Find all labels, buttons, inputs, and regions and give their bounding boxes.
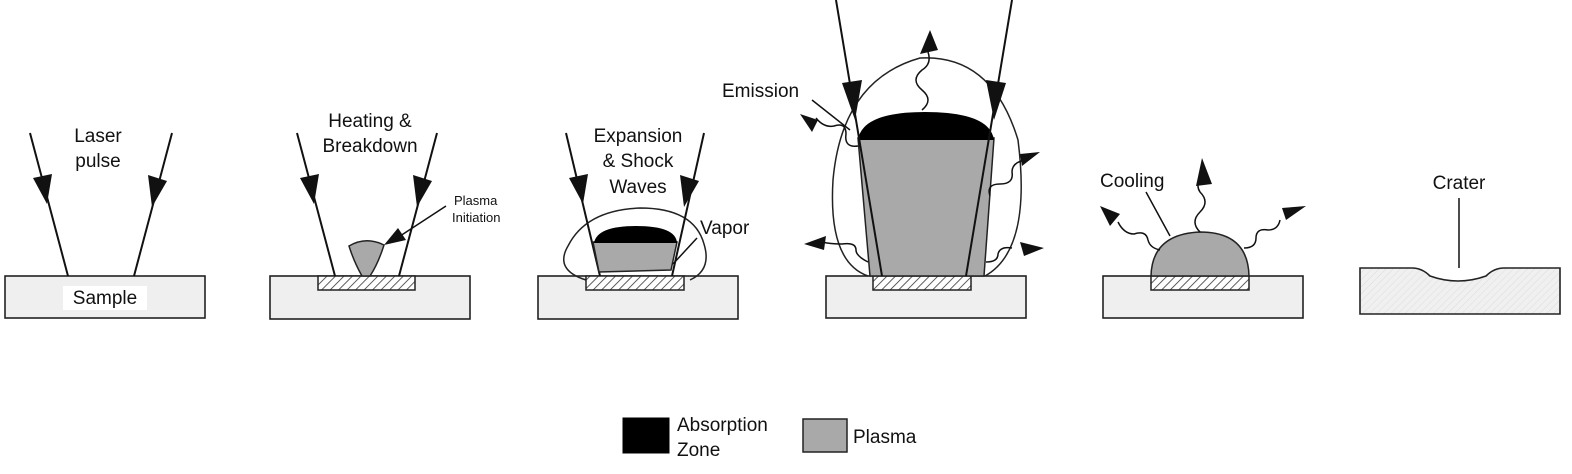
legend-plasma-label: Plasma <box>853 427 917 448</box>
stage-1-laser-pulse: Sample Laser pulse <box>4 126 206 319</box>
stage-5-cooling: Cooling <box>1100 158 1306 319</box>
stage-3-expansion-shock: Expansion & Shock Waves Vapor <box>537 126 750 320</box>
laser-arrowhead-left <box>300 174 319 204</box>
plasma-body <box>592 241 678 273</box>
emission-ray <box>1117 221 1161 251</box>
laser-beam-left <box>835 0 883 277</box>
stage-6-crater: Crater <box>1359 173 1561 315</box>
heated-zone <box>1150 275 1250 291</box>
heated-zone <box>872 275 972 291</box>
legend: Absorption Zone Plasma <box>622 415 917 461</box>
laser-beam-left <box>296 132 336 277</box>
laser-arrowhead-right <box>413 175 432 207</box>
sample-label-bg <box>63 286 147 310</box>
emission-arrowhead <box>804 236 826 250</box>
emission-label: Emission <box>722 81 799 102</box>
laser-beam-left <box>29 132 69 277</box>
stage-1-label-line-1: Laser <box>74 126 122 147</box>
laser-arrowhead-left <box>842 80 862 120</box>
emission-ray <box>915 51 930 111</box>
emission-arrowhead <box>1196 158 1212 186</box>
plasma-initiation-blob <box>348 240 385 277</box>
plasma-initiation-callout-line-2: Initiation <box>452 210 500 225</box>
absorption-zone <box>858 112 994 140</box>
plasma-dome <box>1150 231 1250 277</box>
sample-with-crater <box>1359 267 1561 315</box>
emission-arrowhead <box>1020 152 1040 166</box>
heated-zone <box>585 275 685 291</box>
cooling-callout-line <box>1145 191 1171 237</box>
vapor-callout-line <box>672 237 698 265</box>
laser-beam-right <box>671 132 705 277</box>
absorption-zone <box>594 226 677 243</box>
laser-arrowhead-right <box>986 80 1006 120</box>
stage-4-emission: Emission <box>722 0 1044 319</box>
emission-ray <box>985 246 1013 263</box>
callout-arrowhead <box>384 228 406 245</box>
legend-plasma-swatch <box>802 418 848 453</box>
emission-arrowhead <box>800 114 818 132</box>
shock-wave <box>831 57 1022 277</box>
emission-callout-line <box>811 99 851 131</box>
laser-arrowhead-left <box>33 174 52 204</box>
emission-ray <box>815 117 859 147</box>
cooling-label: Cooling <box>1100 171 1164 192</box>
emission-arrowhead <box>1020 242 1044 256</box>
shock-wave <box>563 207 707 281</box>
stage-2-label-line-2: Breakdown <box>322 136 417 157</box>
laser-arrowhead-right <box>680 175 699 207</box>
emission-arrowhead <box>920 30 938 54</box>
stage-3-label-line-3: Waves <box>609 177 666 198</box>
emission-ray <box>988 159 1027 197</box>
callout-line <box>393 205 447 241</box>
plasma-initiation-callout-line-1: Plasma <box>454 193 498 208</box>
legend-absorption-label-line-2: Zone <box>677 440 720 461</box>
emission-arrowhead <box>1282 206 1306 220</box>
legend-absorption-swatch <box>622 417 670 454</box>
laser-arrowhead-left <box>569 174 588 204</box>
stage-2-label-line-1: Heating & <box>328 111 412 132</box>
legend-absorption-label-line-1: Absorption <box>677 415 768 436</box>
sample-label: Sample <box>73 288 137 309</box>
stage-3-label-line-1: Expansion <box>594 126 683 147</box>
emission-arrowhead <box>1100 206 1120 226</box>
stage-1-label-line-2: pulse <box>75 151 120 172</box>
stage-2-heating-breakdown: Heating & Breakdown Plasma Initiation <box>269 111 500 320</box>
heated-zone <box>317 275 416 291</box>
emission-ray <box>1243 219 1281 249</box>
emission-ray <box>1194 179 1206 233</box>
vapor-label: Vapor <box>700 218 750 239</box>
crater-label: Crater <box>1433 173 1486 194</box>
stage-3-label-line-2: & Shock <box>603 151 674 172</box>
laser-arrowhead-right <box>148 175 167 207</box>
laser-beam-right <box>965 0 1013 277</box>
emission-ray <box>821 241 869 263</box>
